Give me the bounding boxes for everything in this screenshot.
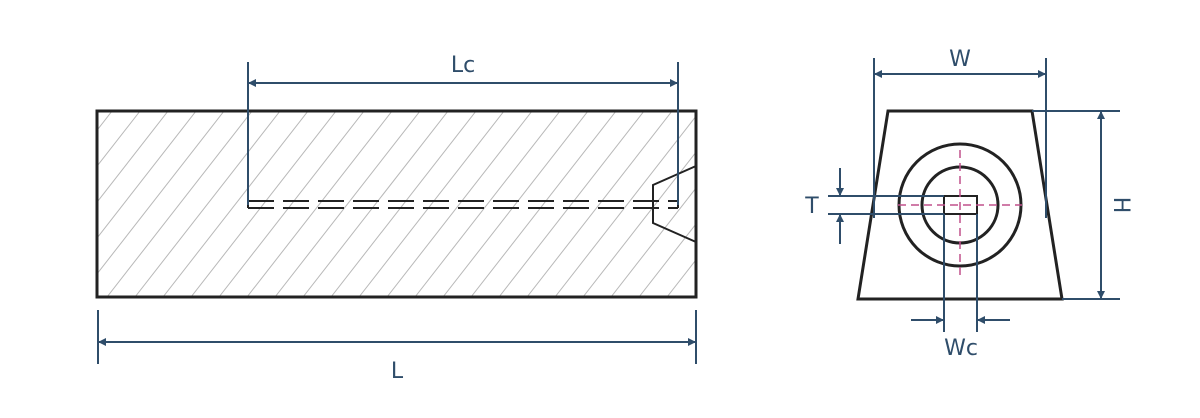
hatch-line: [162, 111, 309, 297]
hatch-line: [330, 111, 477, 297]
hatch-line: [190, 111, 337, 297]
hatch-line: [610, 187, 696, 297]
w-label: W: [949, 47, 971, 72]
hatch-line: [526, 111, 673, 297]
hatch-line: [97, 111, 141, 168]
hatch-line: [106, 111, 253, 297]
hatch-line: [274, 111, 421, 297]
hatch-line: [218, 111, 365, 297]
side-view-outline: [95, 109, 698, 299]
hatch-line: [302, 111, 449, 297]
hatch-line: [358, 111, 505, 297]
side-notch: [652, 165, 697, 243]
t-label: T: [804, 194, 819, 219]
hatch-line: [666, 259, 696, 297]
hatch-line: [638, 223, 696, 297]
hatch-line: [498, 111, 645, 297]
wc-label: Wc: [944, 336, 978, 361]
hatch-line: [0, 111, 84, 297]
hatch-line: [470, 111, 617, 297]
hatch-line: [134, 111, 281, 297]
side-view: Lc L: [0, 53, 868, 384]
l-label: L: [391, 359, 404, 384]
hatch-line: [386, 111, 533, 297]
h-label: H: [1108, 197, 1133, 214]
hatch-line: [0, 111, 56, 297]
hatch-line: [246, 111, 393, 297]
hatch-line: [97, 111, 169, 203]
hatch-line: [723, 111, 868, 297]
side-hatching: [0, 111, 868, 297]
end-view: W H T Wc: [804, 47, 1133, 361]
lc-label: Lc: [451, 53, 475, 78]
hatch-line: [97, 111, 113, 132]
hatch-line: [582, 151, 696, 297]
hatch-line: [442, 111, 589, 297]
hatch-line: [97, 111, 225, 275]
hatch-line: [97, 111, 197, 239]
hatch-line: [554, 115, 696, 297]
hatch-line: [414, 111, 561, 297]
